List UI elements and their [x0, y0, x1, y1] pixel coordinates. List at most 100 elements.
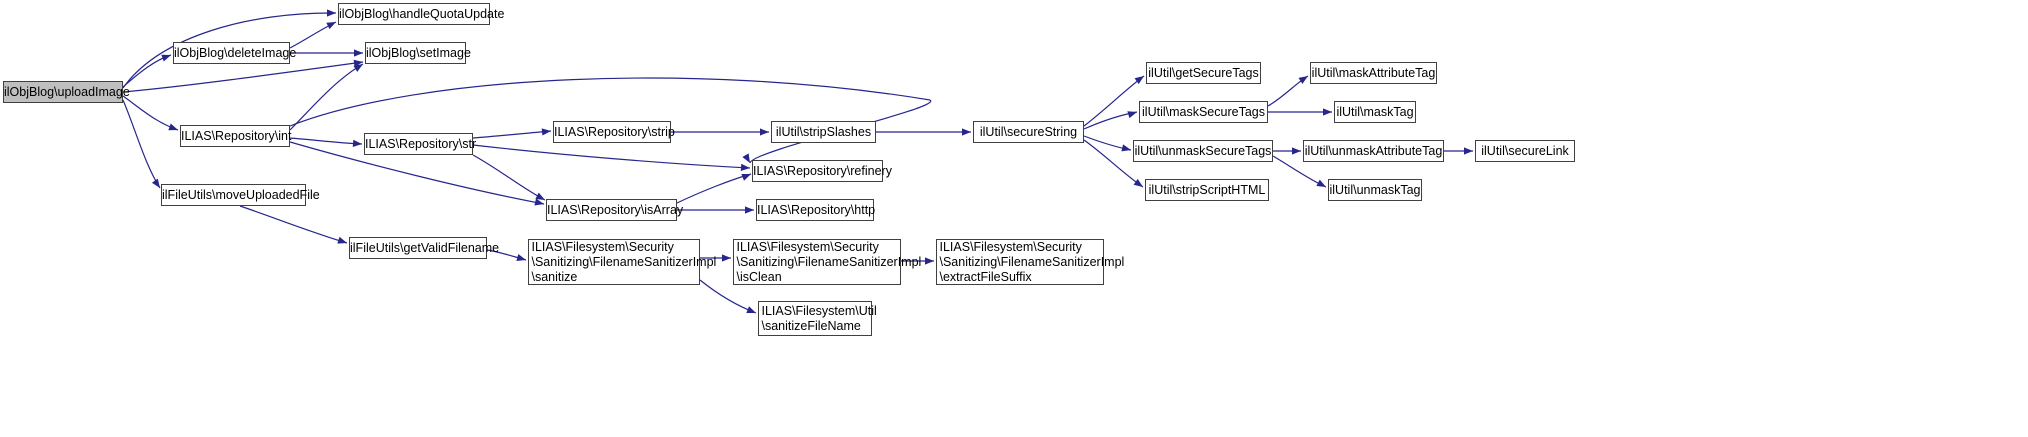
graph-node-repoHttp[interactable]: ILIAS\Repository\http [756, 199, 876, 221]
graph-node-label: ILIAS\Filesystem\Security \Sanitizing\Fi… [939, 239, 1125, 284]
graph-edge-arrowhead [925, 257, 934, 265]
graph-edge-arrowhead [1134, 76, 1144, 85]
graph-edge-secureString-to-getSecureTags [1083, 75, 1145, 127]
graph-edge-arrowhead [353, 59, 363, 67]
graph-node-label: ilFileUtils\getValidFilename [350, 240, 500, 255]
graph-node-label: ilUtil\secureLink [1481, 143, 1569, 158]
graph-edge-maskSecureTags-to-maskAttributeTag [1267, 75, 1309, 107]
graph-node-label: ilUtil\maskTag [1336, 104, 1414, 119]
graph-node-filenameIsClean[interactable]: ILIAS\Filesystem\Security \Sanitizing\Fi… [733, 239, 922, 285]
graph-node-maskAttributeTag[interactable]: ilUtil\maskAttributeTag [1310, 62, 1437, 84]
graph-node-label: ILIAS\Repository\http [757, 202, 876, 217]
graph-edge-arrowhead [740, 163, 750, 171]
graph-node-secureLink[interactable]: ilUtil\secureLink [1475, 140, 1575, 162]
graph-node-label: ILIAS\Repository\int [181, 128, 292, 143]
graph-edge-repoStr-to-repoIsArray [472, 154, 546, 201]
graph-edge-uploadImage-to-moveUploadedFile [122, 99, 161, 189]
graph-edge-arrowhead [741, 174, 751, 181]
graph-node-label: ILIAS\Repository\isArray [547, 202, 684, 217]
graph-node-unmaskSecureTags[interactable]: ilUtil\unmaskSecureTags [1133, 140, 1273, 162]
graph-node-label: ilUtil\getSecureTags [1148, 65, 1259, 80]
graph-node-getValidFilename[interactable]: ilFileUtils\getValidFilename [349, 237, 500, 259]
graph-edge-repoIsArray-to-repoRefinery [676, 173, 752, 204]
graph-edge-arrowhead [1121, 144, 1131, 152]
graph-node-label: ilObjBlog\uploadImage [4, 84, 130, 99]
graph-edge-arrowhead [535, 192, 545, 200]
graph-edge-repoStr-to-repoStrip [472, 130, 552, 139]
graph-edge-arrowhead [1133, 178, 1143, 187]
graph-node-label: ilUtil\unmaskTag [1329, 182, 1421, 197]
graph-node-unmaskTag[interactable]: ilUtil\unmaskTag [1328, 179, 1422, 201]
graph-node-moveUploadedFile[interactable]: ilFileUtils\moveUploadedFile [161, 184, 320, 206]
graph-edge-arrowhead [962, 128, 971, 136]
graph-edge-arrowhead [745, 206, 754, 214]
graph-node-repoInt[interactable]: ILIAS\Repository\int [180, 125, 292, 147]
graph-node-stripSlashes[interactable]: ilUtil\stripSlashes [771, 121, 876, 143]
graph-node-label: ilFileUtils\moveUploadedFile [162, 187, 320, 202]
graph-edge-arrowhead [722, 254, 731, 262]
graph-edge-arrowhead [327, 9, 336, 17]
graph-node-label: ilUtil\maskSecureTags [1142, 104, 1265, 119]
graph-node-maskSecureTags[interactable]: ilUtil\maskSecureTags [1139, 101, 1268, 123]
graph-node-label: ILIAS\Repository\strip [554, 124, 675, 139]
graph-edge-uploadImage-to-repoInt [122, 95, 179, 131]
graph-edge-arrowhead [352, 139, 362, 147]
graph-edge-arrowhead [1464, 147, 1473, 155]
graph-node-repoStr[interactable]: ILIAS\Repository\str [364, 133, 477, 155]
graph-node-filenameSanitize[interactable]: ILIAS\Filesystem\Security \Sanitizing\Fi… [528, 239, 717, 285]
graph-node-label: ILIAS\Filesystem\Util \sanitizeFileName [761, 303, 877, 333]
graph-node-handleQuotaUpdate[interactable]: ilObjBlog\handleQuotaUpdate [338, 3, 505, 25]
graph-edge-arrowhead [516, 254, 526, 261]
graph-edge-arrowhead [534, 198, 544, 206]
graph-edge-uploadImage-to-deleteImage [122, 54, 172, 88]
graph-edge-repoInt-to-setImage [289, 63, 364, 131]
graph-node-sanitizeFileName[interactable]: ILIAS\Filesystem\Util \sanitizeFileName [758, 301, 877, 336]
graph-edge-arrowhead [1127, 111, 1137, 119]
graph-node-label: ilUtil\stripScriptHTML [1148, 182, 1266, 197]
graph-edge-arrowhead [1323, 108, 1332, 116]
graph-edge-moveUploadedFile-to-getValidFilename [239, 205, 348, 244]
graph-edge-arrowhead [541, 128, 551, 136]
graph-node-secureString[interactable]: ilUtil\secureString [973, 121, 1084, 143]
graph-node-unmaskAttributeTag[interactable]: ilUtil\unmaskAttributeTag [1303, 140, 1444, 162]
graph-node-stripScriptHTML[interactable]: ilUtil\stripScriptHTML [1145, 179, 1269, 201]
graph-edge-repoInt-to-repoStr [289, 137, 363, 145]
graph-node-label: ilObjBlog\deleteImage [174, 45, 297, 60]
graph-node-label: ilUtil\unmaskSecureTags [1134, 143, 1272, 158]
graph-edge-arrowhead [353, 64, 363, 72]
graph-node-label: ilObjBlog\setImage [366, 45, 471, 60]
graph-node-label: ilUtil\stripSlashes [775, 124, 872, 139]
graph-node-deleteImage[interactable]: ilObjBlog\deleteImage [173, 42, 297, 64]
graph-edge-arrowhead [1292, 147, 1301, 155]
graph-node-repoIsArray[interactable]: ILIAS\Repository\isArray [546, 199, 684, 221]
graph-edge-arrowhead [326, 22, 336, 30]
graph-node-setImage[interactable]: ilObjBlog\setImage [365, 42, 471, 64]
graph-edge-arrowhead [760, 128, 769, 136]
graph-node-label: ilUtil\secureString [979, 124, 1078, 139]
graph-edge-secureString-to-unmaskSecureTags [1083, 135, 1132, 151]
graph-node-repoRefinery[interactable]: ILIAS\Repository\refinery [752, 160, 892, 182]
graph-edge-deleteImage-to-handleQuotaUpdate [289, 21, 337, 49]
graph-edge-uploadImage-to-setImage [122, 61, 364, 93]
graph-node-uploadImage[interactable]: ilObjBlog\uploadImage [3, 81, 130, 103]
graph-node-label: ILIAS\Filesystem\Security \Sanitizing\Fi… [531, 239, 717, 284]
graph-edge-arrowhead [354, 49, 363, 57]
graph-edge-arrowhead [1316, 179, 1326, 187]
graph-edge-arrowhead [337, 236, 347, 244]
graph-node-label: ILIAS\Repository\str [365, 136, 477, 151]
graph-node-label: ilObjBlog\handleQuotaUpdate [339, 6, 505, 21]
graph-node-repoStrip[interactable]: ILIAS\Repository\strip [553, 121, 675, 143]
graph-node-label: ilUtil\unmaskAttributeTag [1304, 143, 1443, 158]
graph-edge-arrowhead [1298, 76, 1308, 84]
graph-node-getSecureTags[interactable]: ilUtil\getSecureTags [1146, 62, 1261, 84]
graph-edge-repoStr-to-repoRefinery [472, 144, 751, 169]
graph-node-label: ilUtil\maskAttributeTag [1311, 65, 1436, 80]
graph-edge-secureString-to-maskSecureTags [1083, 111, 1138, 130]
graph-node-label: ILIAS\Repository\refinery [753, 163, 892, 178]
graph-node-label: ILIAS\Filesystem\Security \Sanitizing\Fi… [736, 239, 922, 284]
graph-node-extractFileSuffix[interactable]: ILIAS\Filesystem\Security \Sanitizing\Fi… [936, 239, 1125, 285]
graph-edge-arrowhead [161, 54, 171, 62]
graph-node-maskTag[interactable]: ilUtil\maskTag [1334, 101, 1416, 123]
